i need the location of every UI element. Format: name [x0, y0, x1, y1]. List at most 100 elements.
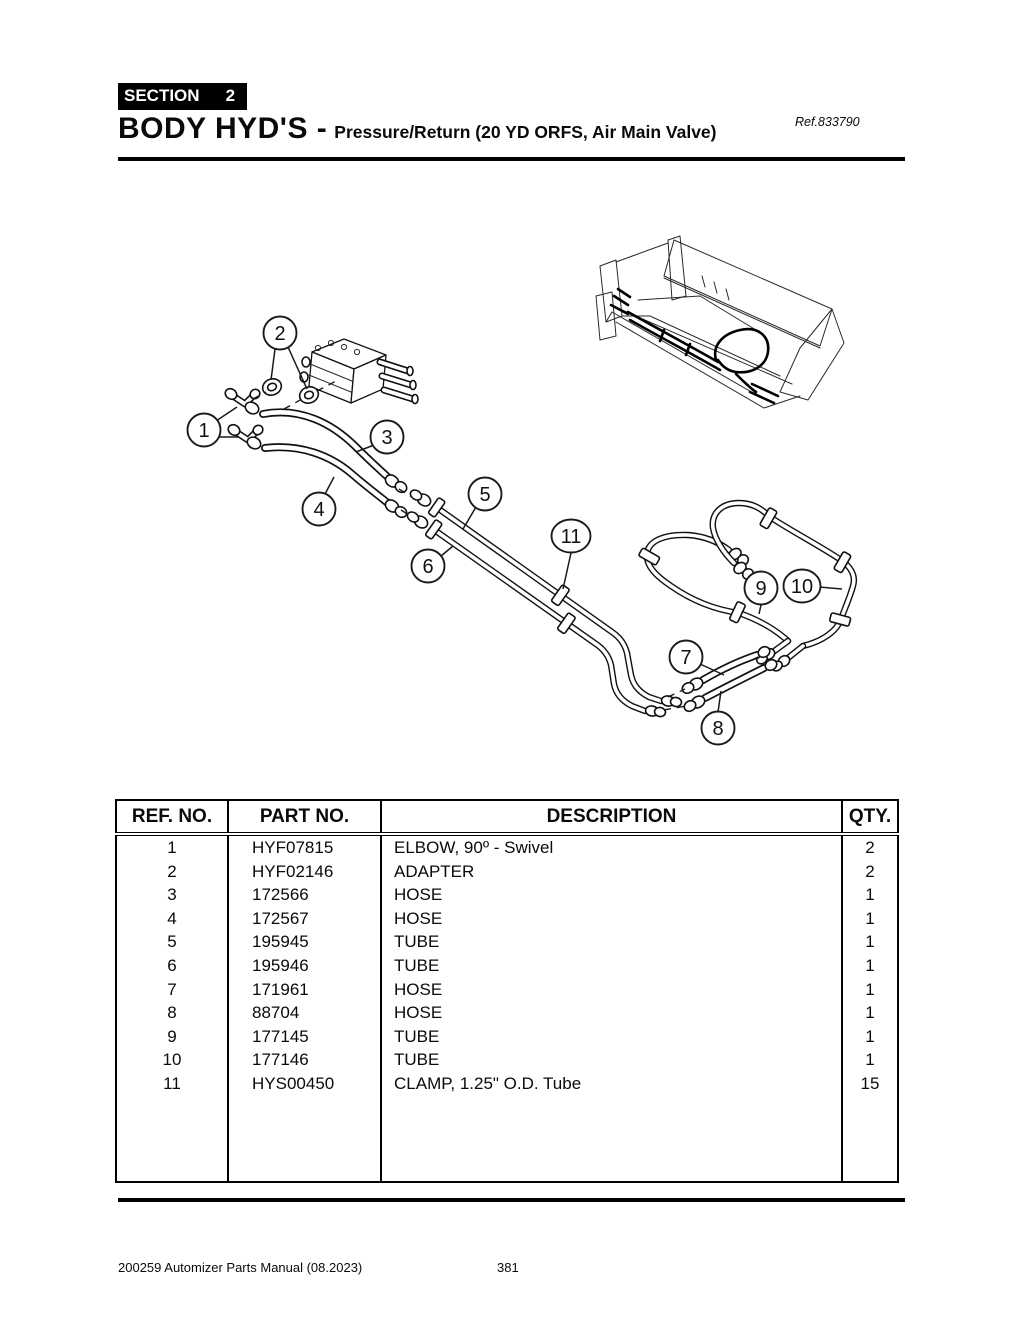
- callout-7: 7: [668, 639, 725, 676]
- tube-clamp: [550, 584, 570, 607]
- cell-description: TUBE: [381, 953, 843, 978]
- svg-text:3: 3: [381, 427, 392, 449]
- svg-text:1: 1: [198, 420, 209, 442]
- table-row: 1 HYF07815 ELBOW, 90º - Swivel 2: [116, 834, 898, 860]
- cell-description: HOSE: [381, 883, 843, 907]
- cell-description: HOSE: [381, 977, 843, 1002]
- callout-8: 8: [700, 690, 736, 746]
- cell-description: TUBE: [381, 1024, 843, 1049]
- section-label: SECTION: [124, 86, 200, 105]
- cell-qty: 1: [865, 1026, 875, 1046]
- cell-ref-no: 10: [116, 1048, 229, 1072]
- reference-number: Ref.833790: [795, 115, 860, 129]
- cell-part-no: 195946: [228, 953, 382, 978]
- column-header-description: DESCRIPTION: [381, 800, 843, 836]
- svg-text:2: 2: [274, 323, 285, 345]
- table-row: 4 172567 HOSE 1: [116, 906, 898, 931]
- cell-description: ELBOW, 90º - Swivel: [381, 834, 843, 860]
- column-header-part-no: PART NO.: [228, 800, 382, 836]
- cell-qty: 1: [865, 885, 875, 905]
- cell-description: ADAPTER: [381, 859, 843, 884]
- valve-block: [299, 338, 419, 405]
- svg-text:9: 9: [755, 578, 766, 600]
- cell-part-no: HYS00450: [228, 1071, 382, 1096]
- cell-part-no: 171961: [228, 977, 382, 1002]
- tube-10: [709, 499, 857, 650]
- parts-table: REF. NO. PART NO. DESCRIPTION QTY. 1 HYF…: [115, 799, 899, 1183]
- cell-description: TUBE: [381, 1048, 843, 1072]
- cell-part-no: 177146: [228, 1048, 382, 1072]
- hose-3: [244, 401, 408, 494]
- cell-part-no: 195945: [228, 930, 382, 954]
- truck-bed-inset: [595, 235, 845, 409]
- section-number: 2: [225, 86, 236, 105]
- table-row: 8 88704 HOSE 1: [116, 1001, 898, 1025]
- tube-9: [638, 531, 792, 645]
- svg-text:10: 10: [791, 576, 813, 598]
- top-rule: [118, 157, 905, 161]
- svg-text:6: 6: [422, 556, 433, 578]
- cell-description: CLAMP, 1.25" O.D. Tube: [381, 1071, 843, 1096]
- hose-4: [246, 436, 408, 519]
- cell-ref-no: 9: [116, 1024, 229, 1049]
- svg-text:11: 11: [561, 526, 582, 548]
- elbow-fittings: [224, 387, 264, 444]
- cell-qty: 1: [865, 932, 875, 952]
- table-row: 9 177145 TUBE 1: [116, 1024, 898, 1049]
- cell-ref-no: 3: [116, 883, 229, 907]
- bottom-rule: [118, 1198, 905, 1202]
- cell-qty: 1: [865, 979, 875, 999]
- column-header-ref-no: REF. NO.: [116, 800, 229, 836]
- page-title: BODY HYD'S -: [118, 112, 328, 145]
- callout-5: 5: [462, 476, 503, 530]
- callout-11: 11: [550, 518, 592, 590]
- title-row: BODY HYD'S - Pressure/Return (20 YD ORFS,…: [118, 112, 717, 146]
- cell-part-no: 88704: [228, 1001, 382, 1025]
- cell-ref-no: 1: [116, 834, 229, 860]
- parts-table-container: REF. NO. PART NO. DESCRIPTION QTY. 1 HYF…: [115, 799, 899, 1183]
- assembly-dashed-lines: [252, 380, 761, 711]
- parts-diagram: 1 2 3 4 5 6 7: [186, 235, 857, 746]
- callout-4: 4: [301, 476, 337, 527]
- callout-6: 6: [410, 545, 454, 584]
- cell-description: TUBE: [381, 930, 843, 954]
- table-row: 6 195946 TUBE 1: [116, 953, 898, 978]
- svg-text:7: 7: [680, 647, 691, 669]
- svg-text:4: 4: [313, 499, 324, 521]
- cell-qty: 1: [865, 908, 875, 928]
- footer-page-number: 381: [497, 1260, 519, 1275]
- cell-qty: 15: [860, 1073, 880, 1093]
- table-header-row: REF. NO. PART NO. DESCRIPTION QTY.: [116, 800, 898, 836]
- table-row: 3 172566 HOSE 1: [116, 883, 898, 907]
- cell-ref-no: 4: [116, 906, 229, 931]
- cell-qty: 1: [865, 1003, 875, 1023]
- cell-ref-no: 11: [116, 1071, 229, 1096]
- cell-part-no: 172567: [228, 906, 382, 931]
- callout-2: 2: [262, 315, 308, 390]
- tube-clamp: [556, 612, 576, 635]
- callout-9: 9: [743, 570, 779, 615]
- parts-table-body: 1 HYF07815 ELBOW, 90º - Swivel 2 2 HYF02…: [116, 834, 898, 1182]
- section-tag: SECTION 2: [118, 83, 248, 110]
- tube-6: [406, 511, 667, 718]
- callout-1: 1: [186, 406, 239, 448]
- tube-5: [409, 489, 683, 708]
- cell-part-no: 177145: [228, 1024, 382, 1049]
- table-row: 10 177146 TUBE 1: [116, 1048, 898, 1072]
- footer-text: 200259 Automizer Parts Manual (08.2023): [118, 1260, 363, 1275]
- table-filler-row: [116, 1095, 898, 1182]
- cell-ref-no: 7: [116, 977, 229, 1002]
- table-row: 2 HYF02146 ADAPTER 2: [116, 859, 898, 884]
- cell-part-no: HYF07815: [228, 834, 382, 860]
- svg-text:5: 5: [479, 484, 490, 506]
- hose-7: [681, 645, 771, 695]
- table-row: 11 HYS00450 CLAMP, 1.25" O.D. Tube 15: [116, 1071, 898, 1096]
- page-subtitle: Pressure/Return (20 YD ORFS, Air Main Va…: [334, 122, 717, 142]
- cell-ref-no: 5: [116, 930, 229, 954]
- cell-ref-no: 8: [116, 1001, 229, 1025]
- cell-qty: 2: [865, 861, 875, 881]
- cell-description: HOSE: [381, 906, 843, 931]
- cell-description: HOSE: [381, 1001, 843, 1025]
- table-row: 7 171961 HOSE 1: [116, 977, 898, 1002]
